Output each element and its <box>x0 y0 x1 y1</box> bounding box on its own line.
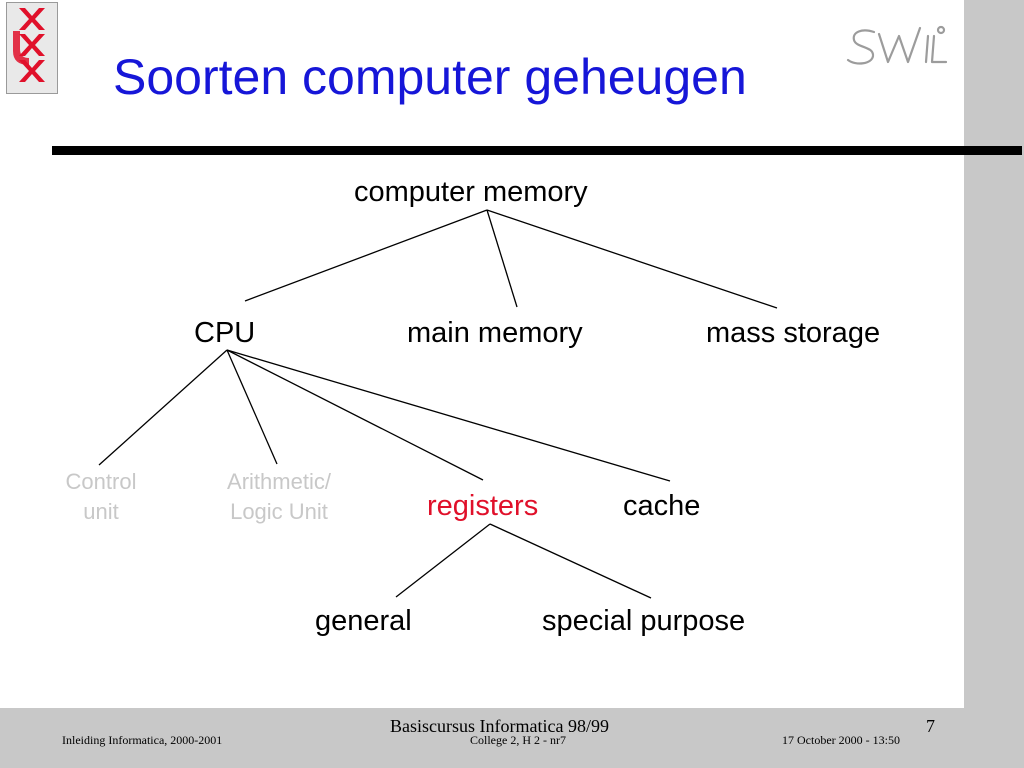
node-registers: registers <box>427 490 539 522</box>
node-main-memory: main memory <box>407 317 583 349</box>
side-band <box>964 0 1024 768</box>
edge-root-main-memory <box>486 209 518 308</box>
edge-cpu-registers <box>226 349 484 481</box>
edge-root-cpu <box>244 209 488 302</box>
node-arithmetic-logic-unit: Arithmetic/ Logic Unit <box>227 469 331 524</box>
edge-cpu-control-unit <box>98 349 228 466</box>
node-general: general <box>315 605 412 637</box>
footer-course: Inleiding Informatica, 2000-2001 <box>62 733 223 747</box>
edge-registers-special-purpose <box>489 523 652 599</box>
edge-root-mass-storage <box>486 209 778 309</box>
node-computer-memory: computer memory <box>354 176 588 208</box>
footer-band <box>0 708 1024 768</box>
edge-cpu-alu <box>226 349 278 465</box>
edge-cpu-cache <box>226 349 671 482</box>
footer-center-subtitle: College 2, H 2 - nr7 <box>470 733 566 747</box>
node-cache: cache <box>623 490 701 522</box>
node-control-unit: Control unit <box>65 469 137 524</box>
node-mass-storage: mass storage <box>706 317 881 349</box>
node-cpu: CPU <box>194 317 256 349</box>
slide-title: Soorten computer geheugen <box>113 49 747 105</box>
page-number: 7 <box>926 716 935 736</box>
footer-date: 17 October 2000 - 13:50 <box>782 733 900 747</box>
node-special-purpose: special purpose <box>542 605 746 637</box>
footer-center-title: Basiscursus Informatica 98/99 <box>390 716 609 736</box>
edge-registers-general <box>395 523 491 598</box>
title-divider <box>52 146 1022 155</box>
university-crest-icon <box>6 2 58 94</box>
swi-logo <box>846 22 948 70</box>
